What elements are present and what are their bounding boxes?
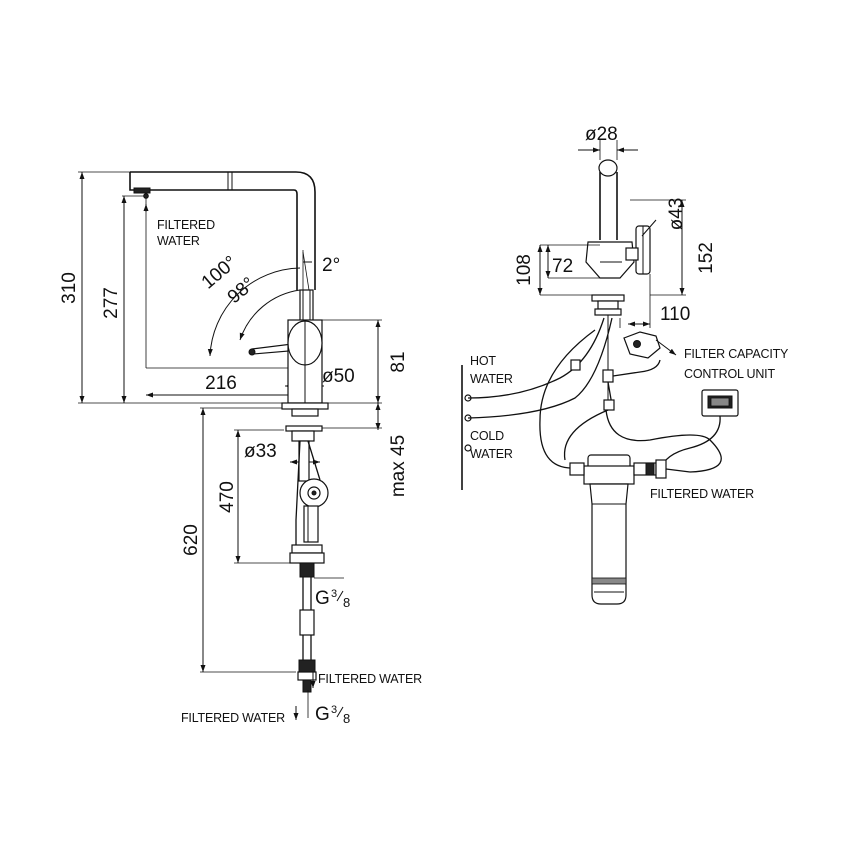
- dim-152: 152: [696, 242, 717, 274]
- dim-o43: ø43: [666, 198, 687, 231]
- thread-upper-den: 8: [343, 595, 350, 610]
- dim-o28: ø28: [585, 124, 618, 145]
- dim-108: 108: [514, 254, 535, 286]
- label-filtered-water-right-view: FILTERED WATER: [650, 487, 754, 501]
- right-view: ø28 ø43 108 72 152 110 HOT WATER COLD WA…: [461, 124, 789, 605]
- label-cold-1: COLD: [470, 429, 504, 443]
- dim-81: 81: [388, 351, 409, 372]
- label-filtered-water-right: FILTERED WATER: [318, 672, 422, 686]
- label-filtered-water-left: FILTERED WATER: [181, 711, 285, 725]
- label-cold-2: WATER: [470, 447, 513, 461]
- left-view: 310 277 216 ø50 81 max 45 ø33 470 620 10…: [59, 171, 422, 726]
- dim-o50: ø50: [322, 366, 355, 387]
- thread-lower-num: 3: [331, 704, 337, 716]
- label-spout-filtered-1: FILTERED: [157, 218, 215, 232]
- label-filter-capacity-2: CONTROL UNIT: [684, 367, 775, 381]
- dim-277: 277: [101, 287, 122, 319]
- angle-98: 98°: [224, 274, 260, 309]
- dim-72: 72: [552, 256, 573, 277]
- dim-310: 310: [59, 272, 80, 304]
- dim-620: 620: [181, 524, 202, 556]
- dim-470: 470: [217, 481, 238, 513]
- thread-lower: G 3 8: [315, 704, 350, 726]
- dim-216: 216: [205, 373, 237, 394]
- thread-upper: G 3 8: [315, 588, 350, 610]
- thread-upper-g: G: [315, 588, 330, 609]
- label-filter-capacity-1: FILTER CAPACITY: [684, 347, 789, 361]
- dim-110: 110: [660, 304, 690, 325]
- label-hot-2: WATER: [470, 372, 513, 386]
- angle-2: 2°: [322, 255, 340, 276]
- thread-lower-den: 8: [343, 711, 350, 726]
- label-spout-filtered-2: WATER: [157, 234, 200, 248]
- dim-max-45: max 45: [388, 435, 409, 497]
- thread-lower-g: G: [315, 704, 330, 725]
- dim-o33: ø33: [244, 441, 277, 462]
- thread-upper-num: 3: [331, 588, 337, 600]
- label-hot-1: HOT: [470, 354, 496, 368]
